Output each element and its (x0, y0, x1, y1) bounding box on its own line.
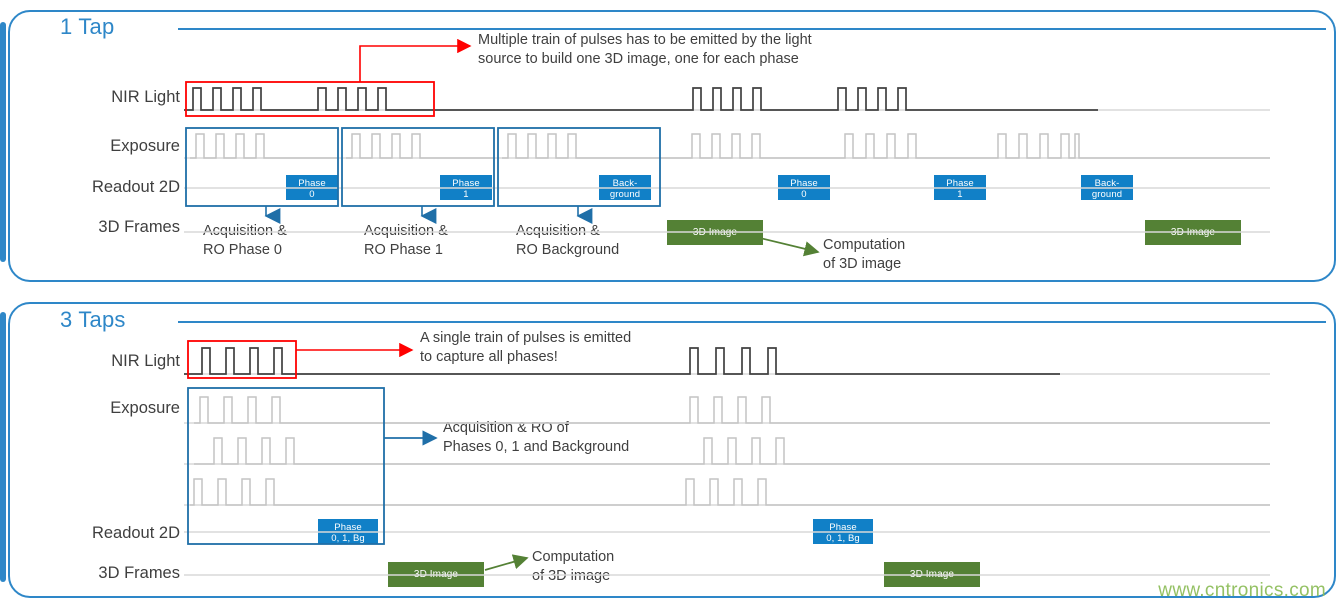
acquisition-caption-phase-0: Acquisition & RO Phase 0 (203, 223, 287, 258)
readout-tag-background-a: Back- ground (599, 175, 651, 200)
acquisition-caption-phase-1: Acquisition & RO Phase 1 (364, 223, 448, 258)
panel-title-three-taps: 3 Taps (52, 309, 134, 331)
readout-tag-line1: Phase (452, 178, 480, 189)
readout-tag-phase-0-b: Phase 0 (778, 175, 830, 200)
panel-accent-bar-bottom (0, 312, 6, 582)
readout-tag-line1: Phase (829, 522, 857, 533)
row-label-3d-frames-three-taps: 3D Frames (98, 564, 180, 582)
readout-tag-line1: Back- (612, 178, 638, 189)
readout-tag-phases-b: Phase 0, 1, Bg (813, 519, 873, 544)
row-label-3d-frames-one-tap: 3D Frames (98, 218, 180, 236)
readout-tag-background-b: Back- ground (1081, 175, 1133, 200)
readout-tag-line2: 1 (957, 189, 963, 200)
row-label-readout-2d-three-taps: Readout 2D (91, 524, 180, 542)
computation-caption-one-tap: Computation of 3D image (823, 237, 906, 272)
readout-tag-phase-0-a: Phase 0 (286, 175, 338, 200)
frame-tag-3d-image-d: 3D Image (884, 562, 980, 587)
panel-accent-bar-top (0, 22, 6, 262)
watermark: www.cntronics.com (1158, 580, 1326, 601)
readout-tag-phases-a: Phase 0, 1, Bg (318, 519, 378, 544)
frame-tag-3d-image-b: 3D Image (1145, 220, 1241, 245)
readout-tag-line1: Back- (1094, 178, 1120, 189)
acquisition-caption-three-taps: Acquisition & RO of Phases 0, 1 and Back… (443, 420, 630, 455)
title-rule-three-taps (178, 321, 1326, 323)
readout-tag-line2: 0 (801, 189, 807, 200)
frame-tag-3d-image-a: 3D Image (667, 220, 763, 245)
row-label-readout-2d-one-tap: Readout 2D (91, 178, 180, 196)
callout-text-three-taps: A single train of pulses is emitted to c… (420, 330, 632, 365)
readout-tag-phase-1-a: Phase 1 (440, 175, 492, 200)
row-label-nir-light-three-taps: NIR Light (111, 352, 180, 370)
readout-tag-line1: Phase (334, 522, 362, 533)
readout-tag-phase-1-b: Phase 1 (934, 175, 986, 200)
frame-tag-3d-image-c: 3D Image (388, 562, 484, 587)
callout-text-one-tap: Multiple train of pulses has to be emitt… (478, 32, 812, 67)
readout-tag-line2: 1 (463, 189, 469, 200)
panel-three-taps (8, 302, 1336, 598)
readout-tag-line2: ground (1091, 189, 1123, 200)
computation-caption-three-taps: Computation of 3D image (532, 549, 615, 584)
readout-tag-line1: Phase (946, 178, 974, 189)
panel-title-one-tap: 1 Tap (52, 16, 123, 38)
title-rule-one-tap (178, 28, 1326, 30)
readout-tag-line1: Phase (790, 178, 818, 189)
readout-tag-line2: 0, 1, Bg (331, 533, 365, 544)
row-label-exposure-three-taps: Exposure (110, 399, 180, 417)
row-label-exposure-one-tap: Exposure (110, 137, 180, 155)
acquisition-caption-background: Acquisition & RO Background (516, 223, 620, 258)
readout-tag-line2: 0, 1, Bg (826, 533, 860, 544)
readout-tag-line1: Phase (298, 178, 326, 189)
readout-tag-line2: ground (609, 189, 641, 200)
readout-tag-line2: 0 (309, 189, 315, 200)
row-label-nir-light-one-tap: NIR Light (111, 88, 180, 106)
